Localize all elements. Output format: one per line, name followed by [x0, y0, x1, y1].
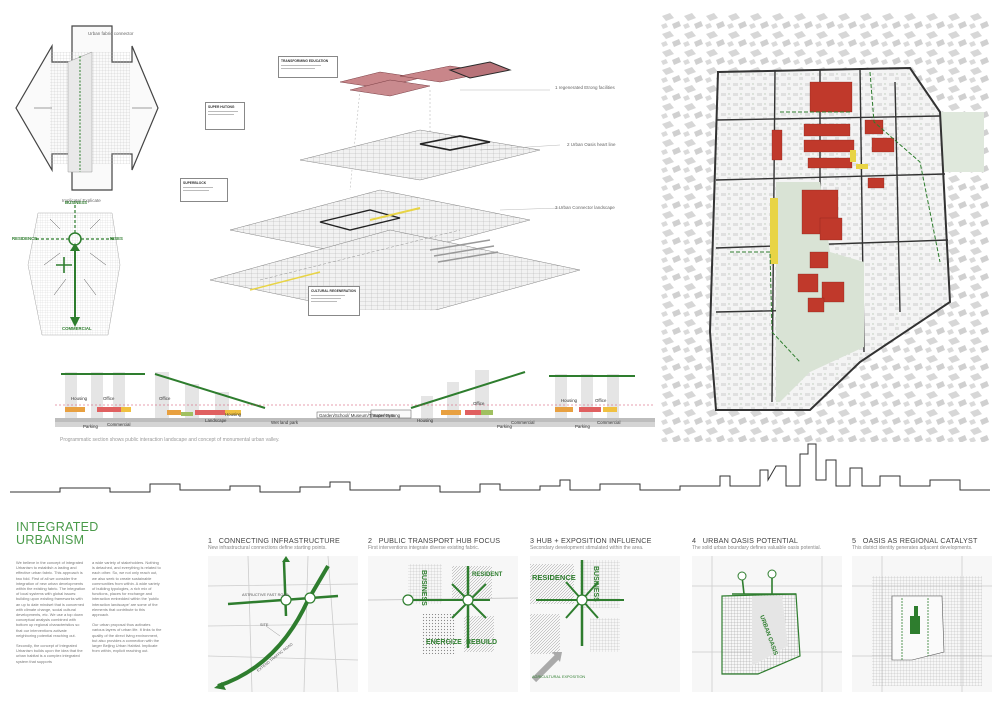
panel-2-subtitle: First interventions integrate diverse ex…: [368, 545, 480, 551]
axo-label-1: 1 regenerated Etrong facilities: [555, 85, 616, 90]
axo-box-cultural: CULTURAL REGENERATION: [308, 286, 360, 316]
panel-4-title: 4 URBAN OASIS POTENTIAL: [692, 536, 799, 545]
section-label-6: Housing: [225, 412, 242, 417]
section-label-14: Commercial: [511, 420, 534, 425]
section-label-9: Garden/School/ Museum/Theater/Gym: [319, 413, 395, 418]
section-label-13: Parking: [497, 424, 512, 429]
axonometric-layers: [200, 50, 640, 310]
section-label-16: Office: [595, 398, 607, 403]
axo-box-superblock: SUPERBLOCK: [180, 178, 228, 202]
panel-2-title: 2 PUBLIC TRANSPORT HUB FOCUS: [368, 536, 501, 545]
compass-business: BUSINESS: [65, 200, 87, 205]
section-label-11: Housing: [417, 418, 434, 423]
svg-text:SUPER HUTONG: SUPER HUTONG: [208, 105, 235, 109]
section-label-12: Office: [473, 401, 485, 406]
intro-col1: We believe in the concept of integrated …: [16, 560, 86, 664]
skyline-silhouette: [0, 440, 1000, 510]
panel-4-subtitle: The solid urban boundary defines valuabl…: [692, 545, 821, 551]
compass-commercial: COMMERCIAL: [62, 326, 92, 331]
svg-text:TRANSFORMING EDUCATION: TRANSFORMING EDUCATION: [281, 59, 329, 63]
axo-box-super-hutong: SUPER HUTONG: [205, 102, 245, 130]
panel-2-label-2: RESIDENT: [472, 572, 503, 578]
compass-rises: RISES: [110, 236, 123, 241]
panel-1-diagram: ASTRUCTIVE FAST ROAD SITE EXTEND TRAFFIC…: [208, 556, 358, 692]
panel-3-label-1: RESIDENCE: [532, 573, 576, 582]
section-label-4: Commercial: [107, 422, 130, 427]
panel-3-subtitle: Secondary development stimulated within …: [530, 545, 644, 551]
urban-fabric-connector-label: Urban fabric connector: [88, 31, 134, 36]
urban-fabric-connector-diagram: [12, 22, 172, 194]
section-label-1: Housing: [71, 396, 88, 401]
section-label-5: Office: [159, 396, 171, 401]
panel-3-label-2: BUSINESS: [592, 566, 599, 602]
section-label-17: Parking: [575, 424, 590, 429]
section-label-15: Housing: [561, 398, 578, 403]
axo-label-2: 2 Urban Oasis heart line: [567, 142, 616, 147]
axo-box-education: TRANSFORMING EDUCATION: [278, 56, 338, 78]
compass-residence: RESIDENCE: [12, 236, 37, 241]
panel-2-label-3: ENERGIZE: [426, 639, 462, 646]
section-caption: Programmatic section shows public intera…: [60, 437, 279, 443]
section-label-10: Super Hutong: [373, 413, 401, 418]
section-label-8: Wet land park: [271, 420, 299, 425]
panel-5-title: 5 OASIS AS REGIONAL CATALYST: [852, 536, 978, 545]
panel-4-diagram: URBAN OASIS: [692, 556, 842, 692]
panel-1-label-1: ASTRUCTIVE FAST ROAD: [242, 593, 289, 597]
panel-2-diagram: BUSINESS RESIDENT ENERGIZE REBUILD: [368, 556, 518, 692]
section-label-3: Parking: [83, 424, 98, 429]
svg-text:CULTURAL REGENERATION: CULTURAL REGENERATION: [311, 289, 356, 293]
svg-text:SUPERBLOCK: SUPERBLOCK: [183, 181, 207, 185]
panel-3-title: 3 HUB + EXPOSITION INFLUENCE: [530, 536, 652, 545]
implicate-explicate-label: Implicate/ Explicate: [62, 198, 101, 203]
panel-1-title: 1 CONNECTING INFRASTRUCTURE: [208, 536, 340, 545]
intro-title: INTEGRATED URBANISM: [16, 520, 99, 547]
section-label-7: Landscape: [205, 418, 227, 423]
panel-5-subtitle: This district identity generates adjacen…: [852, 545, 973, 551]
panel-1-subtitle: New infrastructural connections define s…: [208, 545, 327, 551]
panel-2-label-1: BUSINESS: [420, 570, 427, 606]
axo-label-3: 3 Urban Connector landscape: [555, 205, 615, 210]
panel-5-diagram: [852, 556, 992, 692]
panel-1-label-2: SITE: [260, 623, 269, 627]
panel-2-label-4: REBUILD: [466, 639, 497, 646]
site-plan-map: [660, 12, 990, 442]
section-label-18: Commercial: [597, 420, 620, 425]
section-label-2: Office: [103, 396, 115, 401]
programmatic-section: Housing Office Parking Commercial Office…: [55, 360, 655, 438]
panel-3-diagram: RESIDENCE BUSINESS AGRICULTURAL EXPOSITI…: [530, 556, 680, 692]
implicate-explicate-diagram: [20, 195, 130, 340]
panel-3-label-3: AGRICULTURAL EXPOSITION: [532, 675, 585, 679]
intro-col2: a wide variety of stakeholders. Nothing …: [92, 560, 162, 654]
